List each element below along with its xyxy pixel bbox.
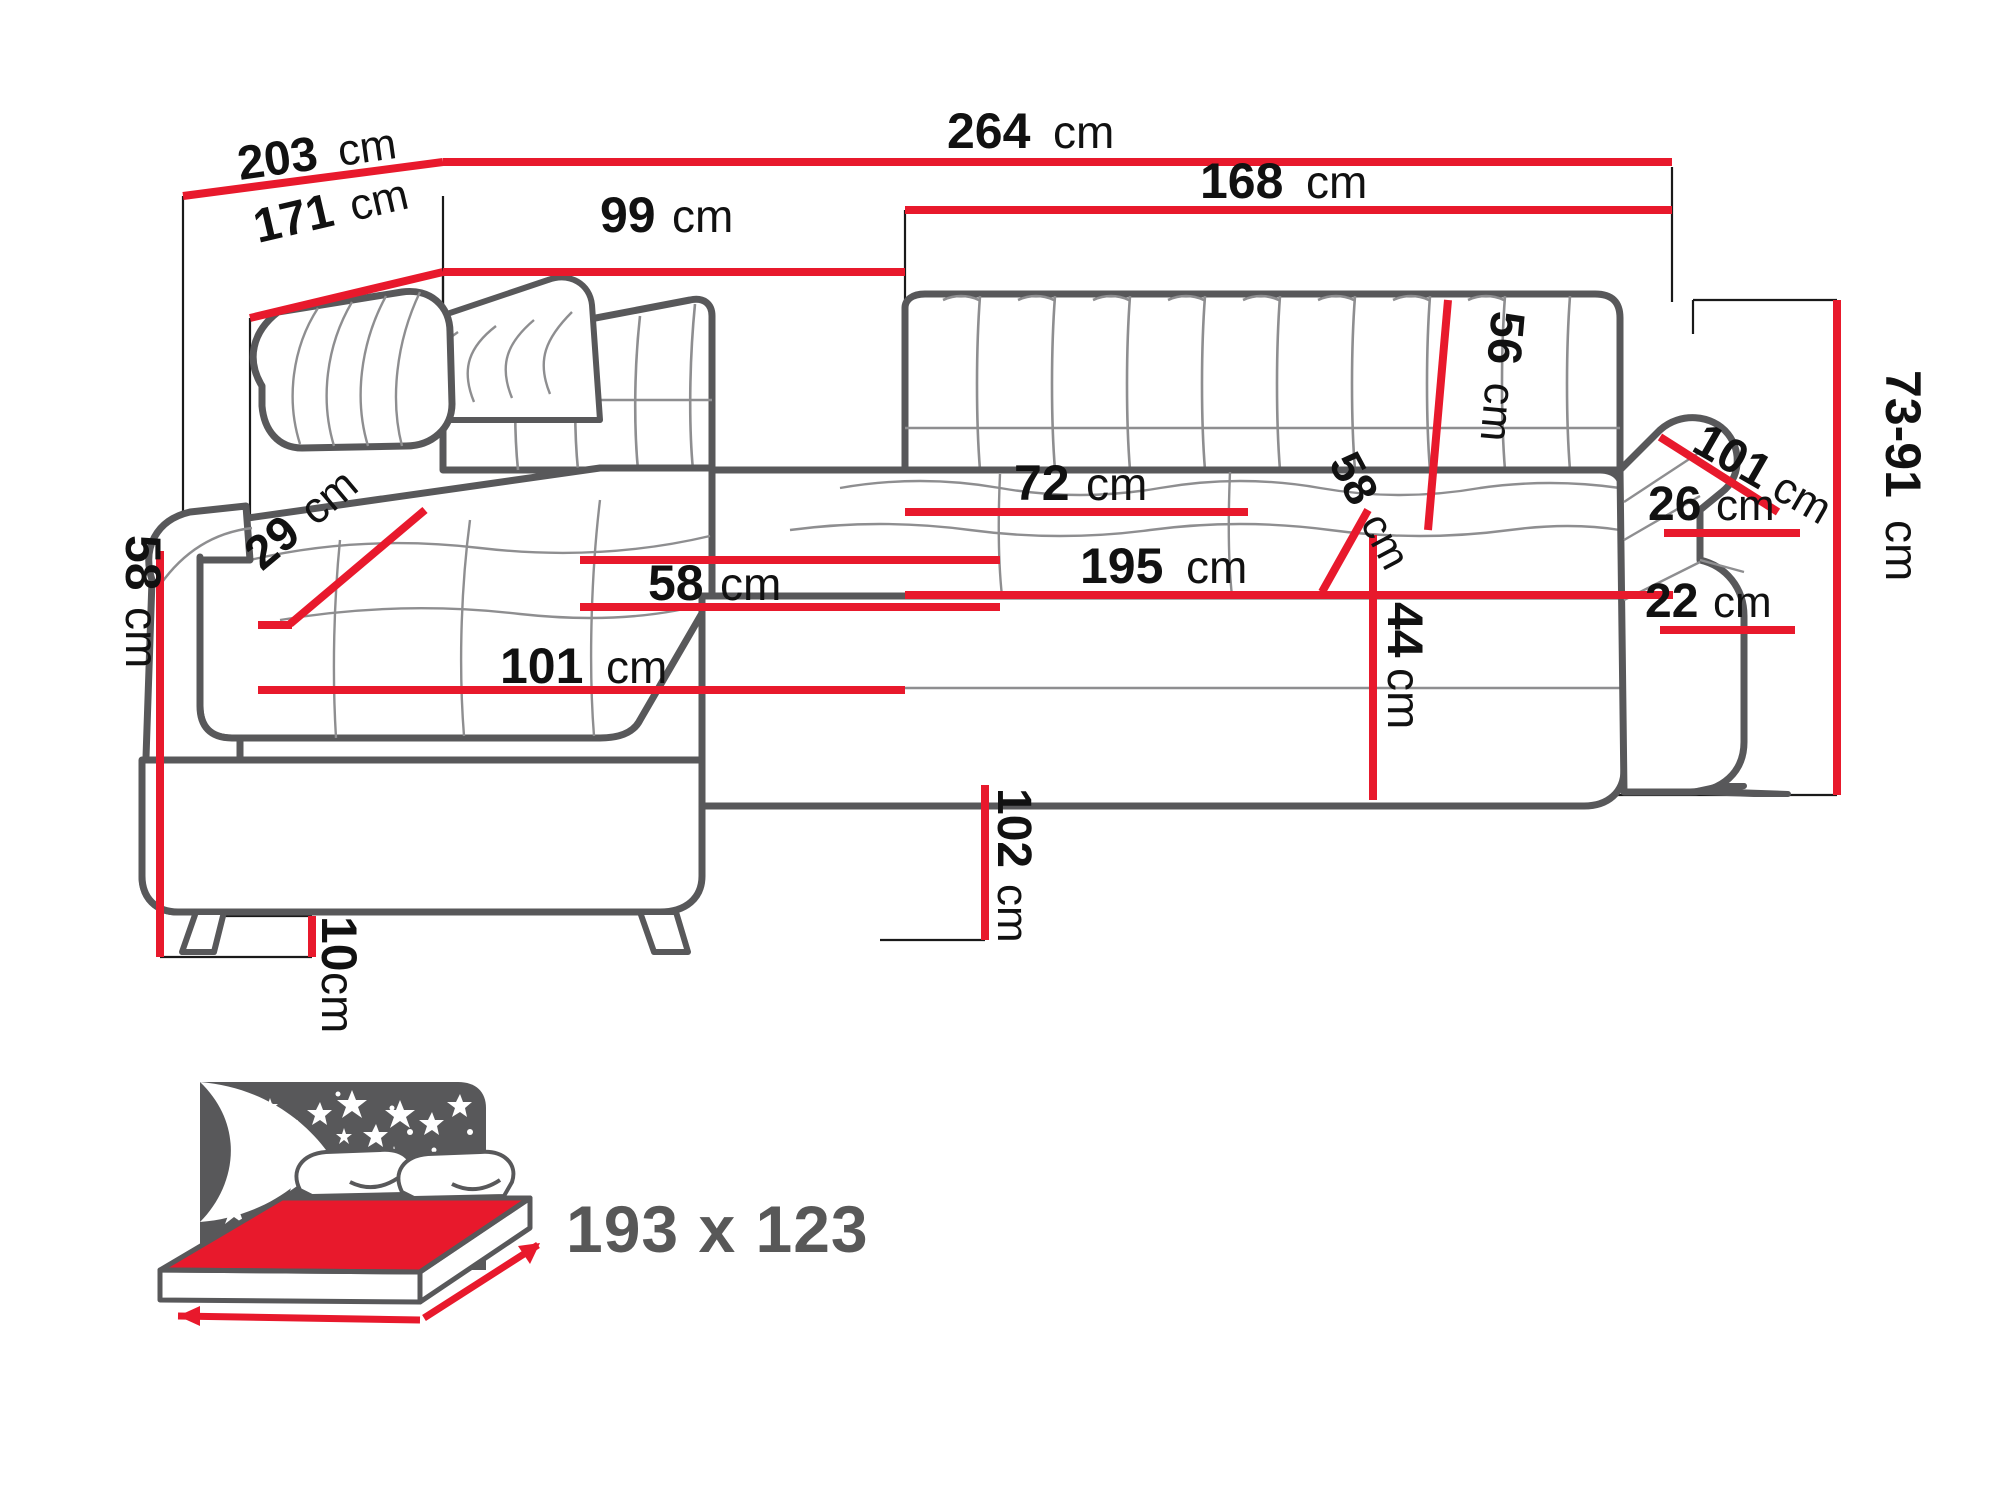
- dimension-lines: [156, 158, 1841, 957]
- label-22-unit: cm: [1713, 578, 1772, 627]
- label-102-value: 102: [987, 788, 1040, 868]
- head-pillow: [249, 287, 456, 452]
- headrest-cushion-stack: [249, 274, 603, 452]
- label-168-value: 168: [1200, 153, 1283, 209]
- label-99-unit: cm: [672, 190, 733, 242]
- label-22-value: 22: [1645, 575, 1698, 628]
- label-195: 195 cm: [1080, 538, 1247, 594]
- label-26-unit: cm: [1716, 481, 1775, 530]
- dimline-171: [249, 268, 444, 322]
- label-101-chaise-value: 101: [500, 638, 583, 694]
- label-73-91-value: 73-91: [1875, 370, 1931, 498]
- label-72-unit: cm: [1086, 458, 1147, 510]
- label-264-value: 264: [947, 103, 1031, 159]
- label-44-unit: cm: [1378, 668, 1430, 729]
- label-22: 22 cm: [1645, 575, 1772, 628]
- label-99-value: 99: [600, 187, 656, 243]
- seat-right-tufting: [789, 471, 1621, 597]
- base-left: [138, 756, 706, 916]
- label-10-unit: cm: [312, 972, 364, 1033]
- label-72: 72 cm: [1014, 455, 1147, 511]
- label-58-chaise: 58 cm: [648, 555, 781, 611]
- backrest-tufting: [905, 294, 1620, 471]
- label-58-chaise-unit: cm: [720, 558, 781, 610]
- leg-front-right: [637, 909, 691, 955]
- label-58-left: 58 cm: [115, 535, 171, 668]
- label-58-chaise-value: 58: [648, 555, 704, 611]
- label-58-left-unit: cm: [116, 607, 168, 668]
- label-203: 203 cm: [234, 119, 400, 191]
- label-101-chaise-unit: cm: [606, 641, 667, 693]
- label-101-chaise: 101 cm: [500, 638, 667, 694]
- label-56-value: 56: [1476, 309, 1533, 367]
- chaise-tufting: [249, 499, 713, 739]
- label-10: 10 cm: [311, 916, 367, 1033]
- pillow-left: [294, 1147, 416, 1198]
- dimline-101-right: [1657, 433, 1781, 516]
- sleeping-bed-starry-night-icon: 193 x 123: [157, 1082, 869, 1326]
- bed-arrow-left: [178, 1306, 200, 1326]
- leg-front-left: [179, 909, 227, 955]
- label-56-unit: cm: [1471, 381, 1525, 444]
- label-102-unit: cm: [988, 884, 1037, 943]
- label-99: 99 cm: [600, 187, 733, 243]
- label-44: 44 cm: [1377, 602, 1433, 729]
- label-56: 56 cm: [1471, 309, 1534, 444]
- bed-size-label: 193 x 123: [566, 1192, 869, 1266]
- label-203-value: 203: [234, 127, 321, 191]
- dimline-56: [1424, 299, 1452, 531]
- crescent-moon-icon: [200, 1082, 326, 1222]
- dimline-203: [182, 158, 444, 200]
- label-58-left-value: 58: [115, 535, 171, 591]
- label-72-value: 72: [1014, 455, 1070, 511]
- mattress-top-outline: [157, 1195, 533, 1275]
- label-102: 102 cm: [987, 788, 1040, 943]
- label-10-value: 10: [311, 916, 367, 972]
- label-73-91: 73-91 cm: [1875, 370, 1931, 581]
- dimline-58-right: [1318, 508, 1372, 594]
- dimline-29: [287, 506, 428, 628]
- leg-right: [1697, 789, 1791, 797]
- bed-arrow-right: [518, 1243, 540, 1264]
- label-203-unit: cm: [335, 119, 400, 176]
- label-168: 168 cm: [1200, 153, 1367, 209]
- label-168-unit: cm: [1306, 156, 1367, 208]
- label-26: 26 cm: [1648, 478, 1775, 531]
- sofa-illustration: [138, 274, 1791, 955]
- label-44-value: 44: [1377, 602, 1433, 658]
- mattress-front-face: [157, 1267, 423, 1305]
- base-right: [698, 592, 1628, 810]
- label-26-value: 26: [1648, 478, 1701, 531]
- bed-dimension-arrows: [177, 1242, 540, 1324]
- label-264: 264 cm: [947, 103, 1114, 159]
- label-195-unit: cm: [1186, 541, 1247, 593]
- label-73-91-unit: cm: [1876, 520, 1928, 581]
- label-264-unit: cm: [1053, 106, 1114, 158]
- label-195-value: 195: [1080, 538, 1163, 594]
- pillow-right: [396, 1149, 516, 1200]
